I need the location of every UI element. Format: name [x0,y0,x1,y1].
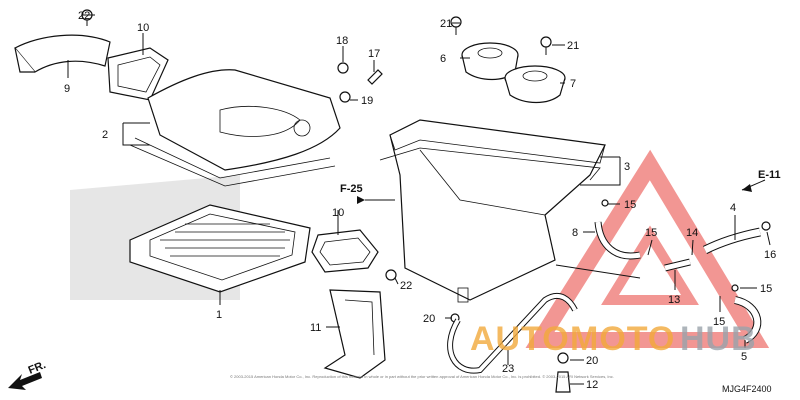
part-9-intake-duct [14,34,111,73]
callout-6: 6 [440,53,446,65]
leader-lines [67,14,771,385]
watermark-hub: HUB [680,320,757,358]
copyright-notice: © 2003-2015 American Honda Motor Co., In… [230,374,614,379]
callout-23: 23 [502,363,514,375]
callout-7: 7 [570,78,576,90]
part-2-cover [129,69,341,187]
callout-15-d: 15 [713,316,725,328]
callout-15-c: 15 [760,283,772,295]
part-1-filter-element [129,204,311,293]
part-10-seal-lower [311,229,379,273]
callout-15-b: 15 [645,227,657,239]
callout-20-right: 20 [586,355,598,367]
callout-20-left: 20 [423,313,435,325]
part-11-duct [323,289,386,379]
callout-2: 2 [102,129,108,141]
ref-e11-arrow-icon [742,184,752,192]
callout-10-bottom: 10 [332,207,344,219]
callout-22-top: 22 [78,10,90,22]
ref-f25-arrow-icon [357,196,365,204]
ref-e11: E-11 [758,169,781,181]
callout-1: 1 [216,309,222,321]
callout-13: 13 [668,294,680,306]
part-3-case [379,119,606,303]
callout-9: 9 [64,83,70,95]
part-6-grommet [461,42,519,81]
ref-f25: F-25 [340,183,363,195]
front-direction-arrow-icon [8,372,42,390]
diagram-code: MJG4F2400 [722,384,772,394]
watermark-text: AUTO MOTO HUB [470,320,757,358]
callout-22-bottom: 22 [400,280,412,292]
watermark-moto: MOTO [570,320,675,358]
callout-11: 11 [310,322,321,334]
callout-17: 17 [368,48,380,60]
callout-8: 8 [572,227,578,239]
watermark-auto: AUTO [470,320,570,358]
callout-3: 3 [624,161,630,173]
callout-15-a: 15 [624,199,636,211]
front-label: FR. [27,359,48,377]
callout-14: 14 [686,227,698,239]
callout-10-top: 10 [137,22,149,34]
callout-21-left: 21 [440,18,452,30]
callout-12: 12 [586,379,598,391]
callout-16: 16 [764,249,776,261]
hoses [447,221,762,374]
callout-18: 18 [336,35,348,47]
part-7-grommet [504,65,566,104]
callout-21-right: 21 [567,40,579,52]
callout-4: 4 [730,202,736,214]
callout-19: 19 [361,95,373,107]
callout-5: 5 [741,351,747,363]
